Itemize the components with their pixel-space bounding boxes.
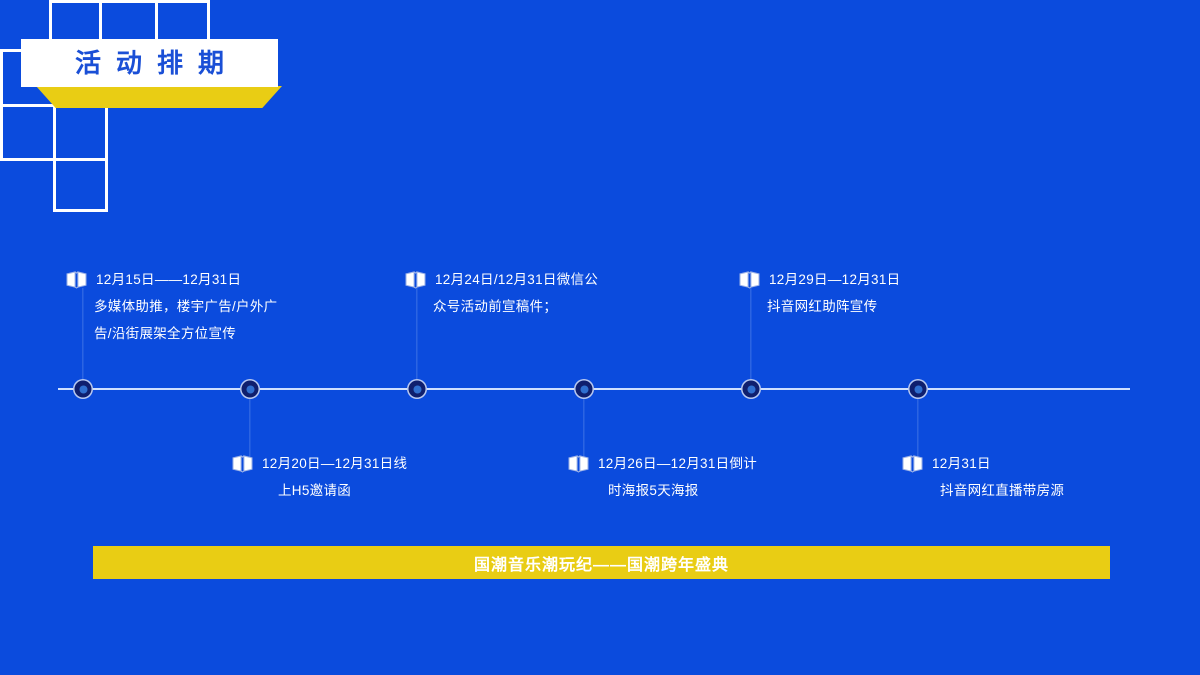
open-book-icon (902, 455, 923, 473)
entry-line-1: 12月15日——12月31日 (96, 272, 242, 287)
open-book-icon (568, 455, 589, 473)
timeline-entry: 12月29日—12月31日 抖音网红助阵宣传 (739, 266, 900, 320)
open-book-icon (232, 455, 253, 473)
open-book-icon (66, 271, 87, 289)
timeline-stem (583, 389, 585, 461)
decor-grid-line (99, 0, 102, 40)
page-title-box: 活动排期 (21, 39, 278, 87)
decor-grid-line (53, 104, 56, 212)
entry-line-2: 时海报5天海报 (608, 483, 699, 498)
entry-line-1: 12月26日—12月31日倒计 (598, 456, 758, 471)
decor-grid-line (105, 104, 108, 212)
entry-line-3: 告/沿街展架全方位宣传 (94, 326, 237, 341)
entry-line-1: 12月20日—12月31日线 (262, 456, 408, 471)
decor-grid-line (207, 0, 210, 40)
timeline-entry: 12月20日—12月31日线 上H5邀请函 (232, 450, 407, 504)
timeline-stem (750, 288, 752, 388)
entry-line-2: 多媒体助推，楼宇广告/户外广 (94, 299, 278, 314)
timeline-stem (416, 288, 418, 388)
entry-line-1: 12月24日/12月31日微信公 (435, 272, 599, 287)
timeline-axis (58, 388, 1130, 390)
decor-grid-line (53, 209, 108, 212)
timeline-entry: 12月26日—12月31日倒计 时海报5天海报 (568, 450, 757, 504)
timeline-node[interactable] (742, 380, 760, 398)
open-book-icon (739, 271, 760, 289)
timeline-stem (249, 389, 251, 461)
timeline-node[interactable] (909, 380, 927, 398)
entry-line-2: 抖音网红助阵宣传 (767, 299, 878, 314)
entry-line-2: 抖音网红直播带房源 (940, 483, 1065, 498)
timeline-entry: 12月31日 抖音网红直播带房源 (902, 450, 1064, 504)
timeline-node[interactable] (74, 380, 92, 398)
timeline-node[interactable] (241, 380, 259, 398)
event-banner: 国潮音乐潮玩纪——国潮跨年盛典 (93, 546, 1110, 579)
title-shadow-accent (36, 86, 282, 108)
open-book-icon (405, 271, 426, 289)
page-title: 活动排期 (74, 48, 239, 78)
timeline-entry: 12月15日——12月31日 多媒体助推，楼宇广告/户外广 告/沿街展架全方位宣… (66, 266, 277, 347)
entry-line-2: 上H5邀请函 (278, 483, 352, 498)
event-banner-text: 国潮音乐潮玩纪——国潮跨年盛典 (473, 556, 729, 574)
timeline-entry: 12月24日/12月31日微信公 众号活动前宣稿件； (405, 266, 598, 320)
timeline-node[interactable] (575, 380, 593, 398)
decor-grid-line (155, 0, 158, 40)
entry-line-2: 众号活动前宣稿件； (433, 299, 558, 314)
timeline-stem (917, 389, 919, 461)
timeline-stem (82, 288, 84, 388)
entry-line-1: 12月31日 (932, 456, 991, 471)
decor-grid-line (49, 0, 209, 3)
timeline-node[interactable] (408, 380, 426, 398)
entry-line-1: 12月29日—12月31日 (769, 272, 901, 287)
